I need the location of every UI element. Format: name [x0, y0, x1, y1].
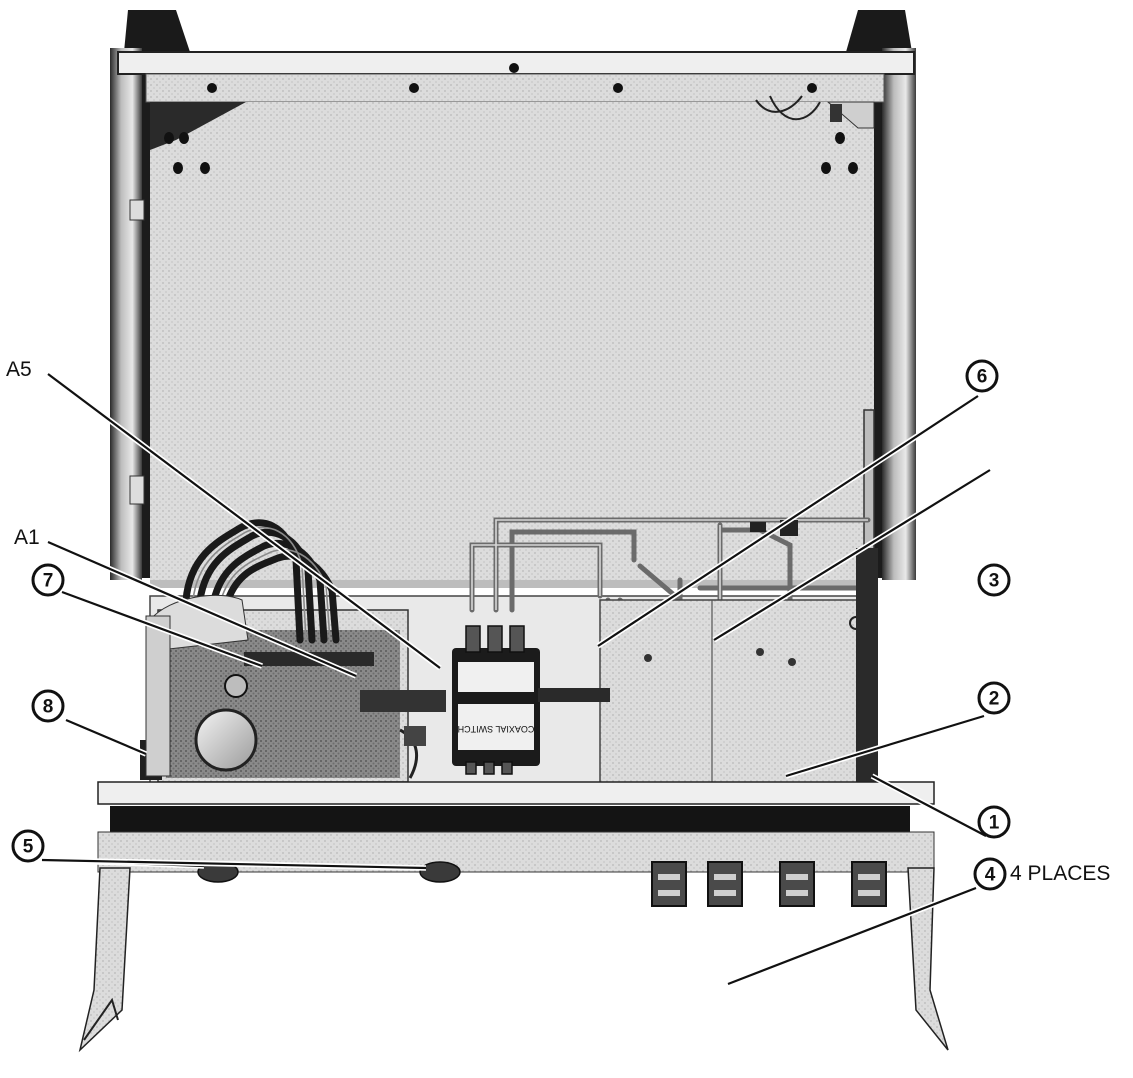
- callout-4: 4: [973, 857, 1007, 891]
- power-transformer: [194, 708, 258, 772]
- chassis: [110, 10, 916, 601]
- callout-2-number: 2: [989, 689, 1000, 710]
- callout-7: 7: [31, 563, 65, 597]
- callout-6: 6: [965, 359, 999, 393]
- label-a1: A1: [14, 526, 40, 549]
- front-handle-right: [907, 867, 949, 1051]
- rf-connectors: [651, 861, 887, 907]
- callout-3-number: 3: [989, 571, 1000, 592]
- rear-foot-right: [846, 10, 912, 52]
- callout-1-number: 1: [989, 813, 1000, 834]
- rear-foot-left: [124, 10, 190, 52]
- callout-3: 3: [977, 563, 1011, 597]
- right-side-rail: [882, 48, 916, 580]
- front-feet: [197, 861, 461, 883]
- front-handle-left: [78, 867, 131, 1053]
- callout-8: 8: [31, 689, 65, 723]
- coaxial-switch-a5: COAXIAL SWITCH: [452, 625, 610, 775]
- callout-7-number: 7: [43, 571, 54, 592]
- main-cover-panel: [150, 102, 874, 580]
- leader-lines: [41, 371, 992, 987]
- label-4-places: 4 PLACES: [1010, 862, 1110, 885]
- front-panel: [78, 781, 949, 1053]
- callout-5-number: 5: [23, 837, 34, 858]
- callout-8-number: 8: [43, 697, 54, 718]
- ribbon-cable: [182, 519, 340, 644]
- coaxial-switch-text: COAXIAL SWITCH: [458, 724, 535, 734]
- callout-6-number: 6: [977, 367, 988, 388]
- label-a5: A5: [6, 358, 32, 381]
- callout-1: 1: [977, 805, 1011, 839]
- lower-assembly: COAXIAL SWITCH: [140, 517, 878, 793]
- callout-4-number: 4: [985, 865, 996, 886]
- crossbar-screws: [207, 63, 817, 93]
- panel-mount-holes: [164, 132, 858, 174]
- callout-2: 2: [977, 681, 1011, 715]
- callout-5: 5: [11, 829, 45, 863]
